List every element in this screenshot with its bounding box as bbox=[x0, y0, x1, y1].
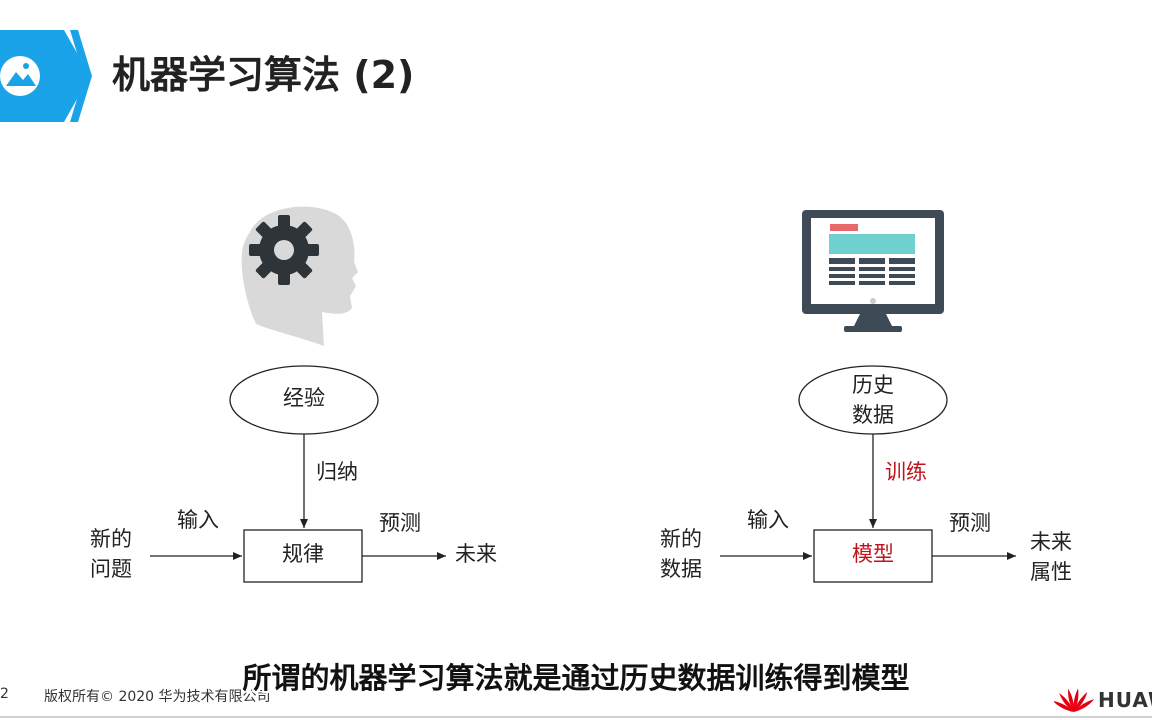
rule-label: 规律 bbox=[282, 542, 324, 566]
induction-label: 归纳 bbox=[316, 460, 358, 484]
header-badge bbox=[0, 30, 92, 122]
left-input-label: 输入 bbox=[177, 508, 219, 532]
huawei-logo-icon bbox=[1054, 688, 1095, 712]
training-label: 训练 bbox=[885, 460, 927, 484]
image-icon bbox=[0, 56, 40, 96]
model-box bbox=[813, 529, 933, 583]
experience-label: 经验 bbox=[283, 386, 325, 410]
new-problem-label: 新的 问题 bbox=[90, 527, 132, 581]
rule-box bbox=[243, 529, 363, 583]
future-attribute-label: 未来 属性 bbox=[1030, 530, 1072, 584]
new-data-label: 新的 数据 bbox=[660, 527, 702, 581]
video-subtitle: 所谓的机器学习算法就是通过历史数据训练得到模型 bbox=[242, 661, 910, 695]
page-title: 机器学习算法 (2) bbox=[112, 53, 415, 97]
model-label: 模型 bbox=[852, 542, 894, 566]
human-head-gear-icon bbox=[241, 206, 358, 346]
right-predict-label: 预测 bbox=[949, 511, 991, 535]
copyright-text: 版权所有© 2020 华为技术有限公司 bbox=[44, 689, 271, 705]
left-predict-label: 预测 bbox=[379, 511, 421, 535]
huawei-brand: HUAWEI bbox=[1054, 684, 1152, 716]
footer-divider bbox=[0, 716, 1152, 718]
page-number: 2 bbox=[0, 686, 9, 702]
history-data-label: 历史 数据 bbox=[852, 373, 894, 427]
brand-name: HUAWEI bbox=[1098, 688, 1152, 712]
right-input-label: 输入 bbox=[747, 508, 789, 532]
computer-monitor-icon bbox=[802, 210, 944, 332]
future-label: 未来 bbox=[455, 542, 497, 566]
